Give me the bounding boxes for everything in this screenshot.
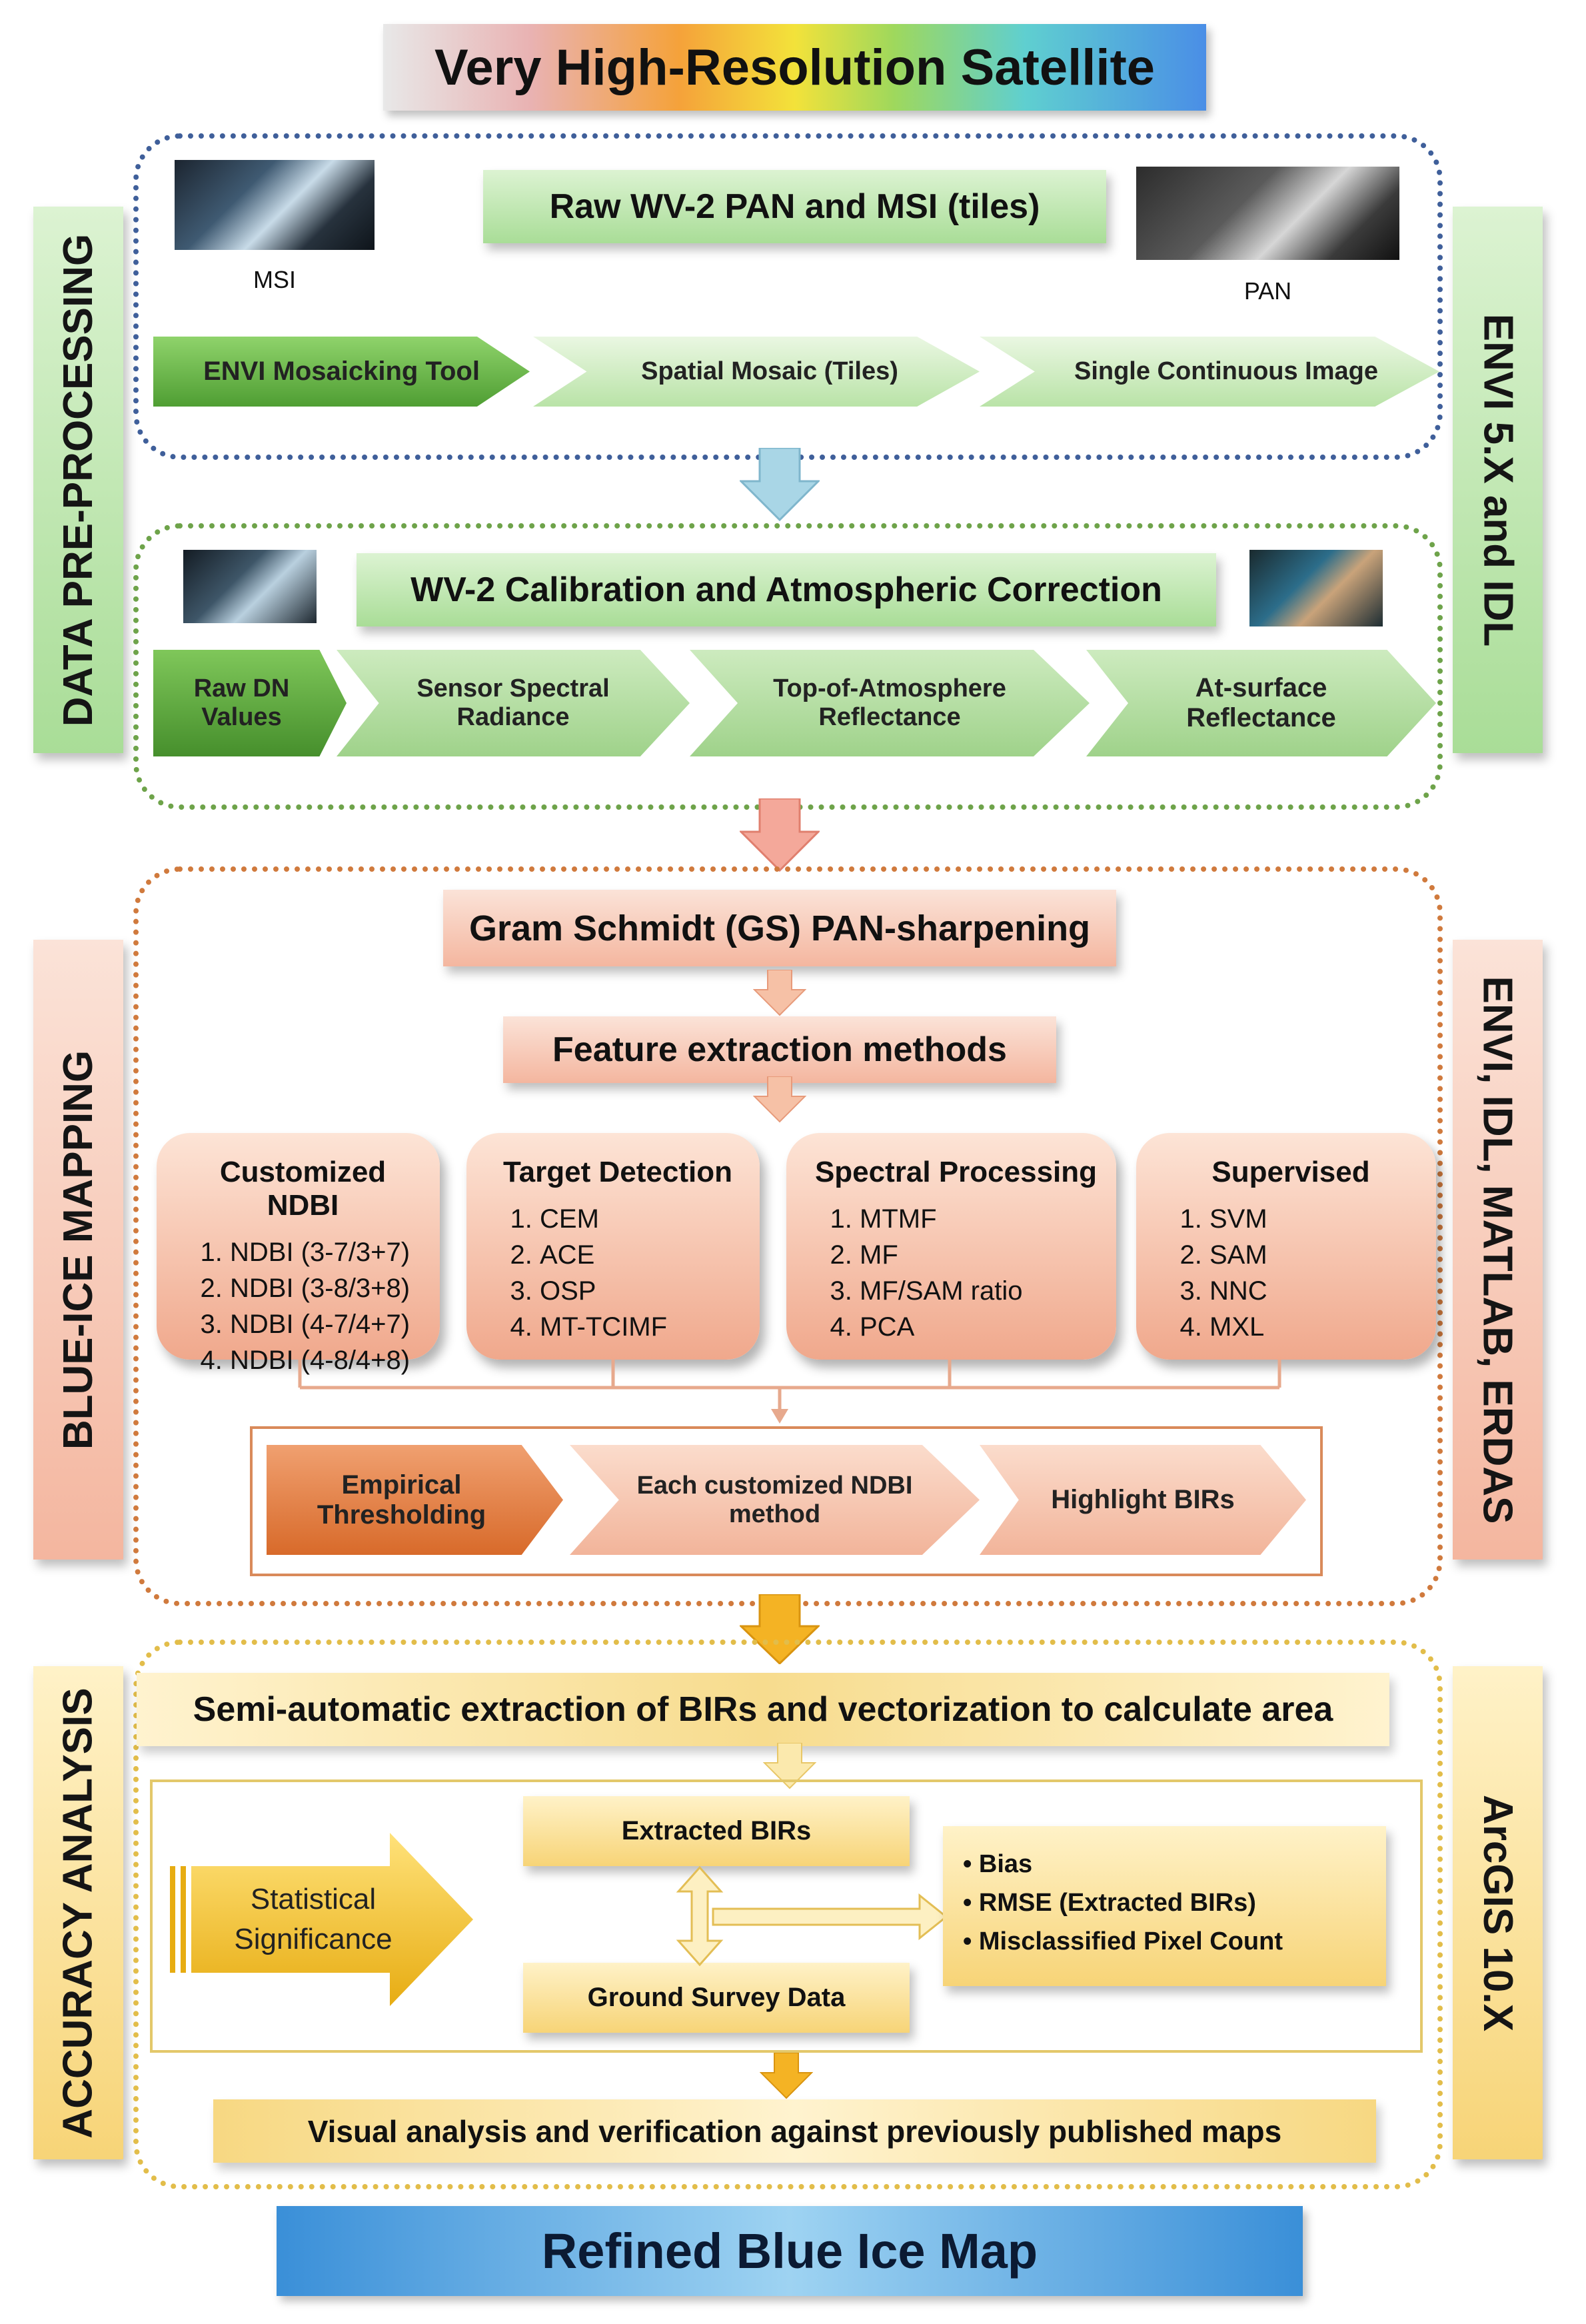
extracted-birs-box: Extracted BIRs (523, 1796, 910, 1866)
metric-bias: Bias (978, 1850, 1033, 1878)
threshold-step-highlight: Highlight BIRs (980, 1445, 1306, 1555)
down-arrow-feature (753, 1076, 806, 1123)
metric-item: • Bias (963, 1850, 1033, 1878)
comparison-arrows (676, 1866, 948, 1966)
side-label-preprocessing: DATA PRE-PROCESSING (33, 207, 123, 753)
pan-label: PAN (1243, 277, 1292, 305)
gs-pansharpening-box: Gram Schmidt (GS) PAN-sharpening (443, 890, 1116, 966)
method-item: MTMF (860, 1201, 1099, 1237)
down-arrow-1 (740, 448, 820, 521)
footer-title-text: Refined Blue Ice Map (541, 2223, 1038, 2279)
ground-survey-box: Ground Survey Data (523, 1963, 910, 2033)
down-arrow-semi (763, 1743, 816, 1789)
method-title: Target Detection (503, 1156, 732, 1188)
threshold-frame (250, 1426, 1323, 1576)
feature-extraction-box: Feature extraction methods (503, 1016, 1056, 1083)
method-item: SVM (1209, 1201, 1419, 1237)
statistical-arrow (170, 1833, 473, 2006)
method-item: NDBI (4-7/4+7) (230, 1306, 422, 1342)
method-title: Customized NDBI (219, 1156, 387, 1222)
method-item: MXL (1209, 1309, 1419, 1345)
method-items: MTMF MF MF/SAM ratio PCA (813, 1201, 1099, 1345)
method-item: PCA (860, 1309, 1099, 1345)
side-label-mapping: BLUE-ICE MAPPING (33, 940, 123, 1560)
side-label-preprocessing-text: DATA PRE-PROCESSING (55, 233, 101, 726)
method-item: NDBI (3-8/3+8) (230, 1270, 422, 1306)
method-item: NNC (1209, 1273, 1419, 1309)
pan-thumbnail (1136, 167, 1399, 260)
threshold-step-empirical: Empirical Thresholding (267, 1445, 563, 1555)
down-arrow-analysis (760, 2053, 813, 2099)
threshold-step-ndbi: Each customized NDBI method (570, 1445, 980, 1555)
side-label-mapping-text: BLUE-ICE MAPPING (55, 1050, 102, 1450)
accuracy-group (133, 1640, 1443, 2189)
metric-rmse: RMSE (Extracted BIRs) (978, 1889, 1256, 1917)
calibration-output-thumbnail (1249, 550, 1383, 626)
method-target-detection: Target Detection CEM ACE OSP MT-TCIMF (466, 1133, 760, 1360)
method-item: MT-TCIMF (540, 1309, 742, 1345)
down-arrow-gs (753, 970, 806, 1016)
side-label-arcgis-text: ArcGIS 10.X (1475, 1794, 1521, 2031)
semi-automatic-box: Semi-automatic extraction of BIRs and ve… (137, 1673, 1389, 1746)
method-customized-ndbi: Customized NDBI NDBI (3-7/3+7) NDBI (3-8… (157, 1133, 440, 1375)
side-label-envi-matlab-text: ENVI, IDL, MATLAB, ERDAS (1475, 975, 1521, 1524)
mosaic-step-single-image: Single Continuous Image (980, 337, 1439, 407)
method-supervised: Supervised SVM SAM NNC MXL (1136, 1133, 1436, 1360)
calibration-step-raw-dn: Raw DN Values (153, 650, 347, 756)
metric-item: • RMSE (Extracted BIRs) (963, 1889, 1256, 1917)
methods-connector (298, 1360, 1281, 1424)
method-item: NDBI (3-7/3+7) (230, 1234, 422, 1270)
method-item: OSP (540, 1273, 742, 1309)
msi-thumbnail (175, 160, 375, 250)
method-items: NDBI (3-7/3+7) NDBI (3-8/3+8) NDBI (4-7/… (183, 1234, 422, 1378)
method-title: Supervised (1211, 1156, 1370, 1188)
side-label-accuracy: ACCURACY ANALYSIS (33, 1666, 123, 2159)
side-label-arcgis: ArcGIS 10.X (1453, 1666, 1543, 2159)
metrics-box: • Bias • RMSE (Extracted BIRs) • Misclas… (943, 1826, 1386, 1986)
calibration-step-toa: Top-of-Atmosphere Reflectance (690, 650, 1090, 756)
down-arrow-2 (740, 798, 820, 872)
side-label-envi-idl: ENVI 5.X and IDL (1453, 207, 1543, 753)
metric-item: • Misclassified Pixel Count (963, 1927, 1283, 1955)
side-label-envi-matlab: ENVI, IDL, MATLAB, ERDAS (1453, 940, 1543, 1560)
calibration-step-radiance: Sensor Spectral Radiance (337, 650, 690, 756)
msi-label: MSI (253, 266, 296, 293)
method-item: MF (860, 1237, 1099, 1273)
calibration-box: WV-2 Calibration and Atmospheric Correct… (357, 553, 1216, 626)
calibration-input-thumbnail (183, 550, 317, 623)
side-label-accuracy-text: ACCURACY ANALYSIS (55, 1687, 101, 2139)
statistical-label: Statistical Significance (234, 1883, 393, 1955)
calibration-step-at-surface: At-surface Reflectance (1086, 650, 1436, 756)
side-label-envi-idl-text: ENVI 5.X and IDL (1475, 313, 1521, 646)
method-item: NDBI (4-8/4+8) (230, 1342, 422, 1378)
method-spectral-processing: Spectral Processing MTMF MF MF/SAM ratio… (786, 1133, 1116, 1360)
analysis-frame (150, 1779, 1423, 2053)
method-item: MF/SAM ratio (860, 1273, 1099, 1309)
mosaic-step-envi-tool: ENVI Mosaicking Tool (153, 337, 530, 407)
method-items: SVM SAM NNC MXL (1163, 1201, 1419, 1345)
method-item: ACE (540, 1237, 742, 1273)
visual-analysis-box: Visual analysis and verification against… (213, 2099, 1376, 2163)
down-arrow-3 (740, 1594, 820, 1664)
method-item: SAM (1209, 1237, 1419, 1273)
header-title: Very High-Resolution Satellite (383, 24, 1206, 111)
raw-tiles-box: Raw WV-2 PAN and MSI (tiles) (483, 170, 1106, 243)
method-item: CEM (540, 1201, 742, 1237)
mosaic-step-spatial: Spatial Mosaic (Tiles) (533, 337, 980, 407)
metric-misclassified: Misclassified Pixel Count (978, 1927, 1283, 1955)
footer-title: Refined Blue Ice Map (277, 2206, 1303, 2296)
header-title-text: Very High-Resolution Satellite (434, 39, 1156, 96)
method-items: CEM ACE OSP MT-TCIMF (493, 1201, 742, 1345)
method-title: Spectral Processing (814, 1156, 1098, 1188)
